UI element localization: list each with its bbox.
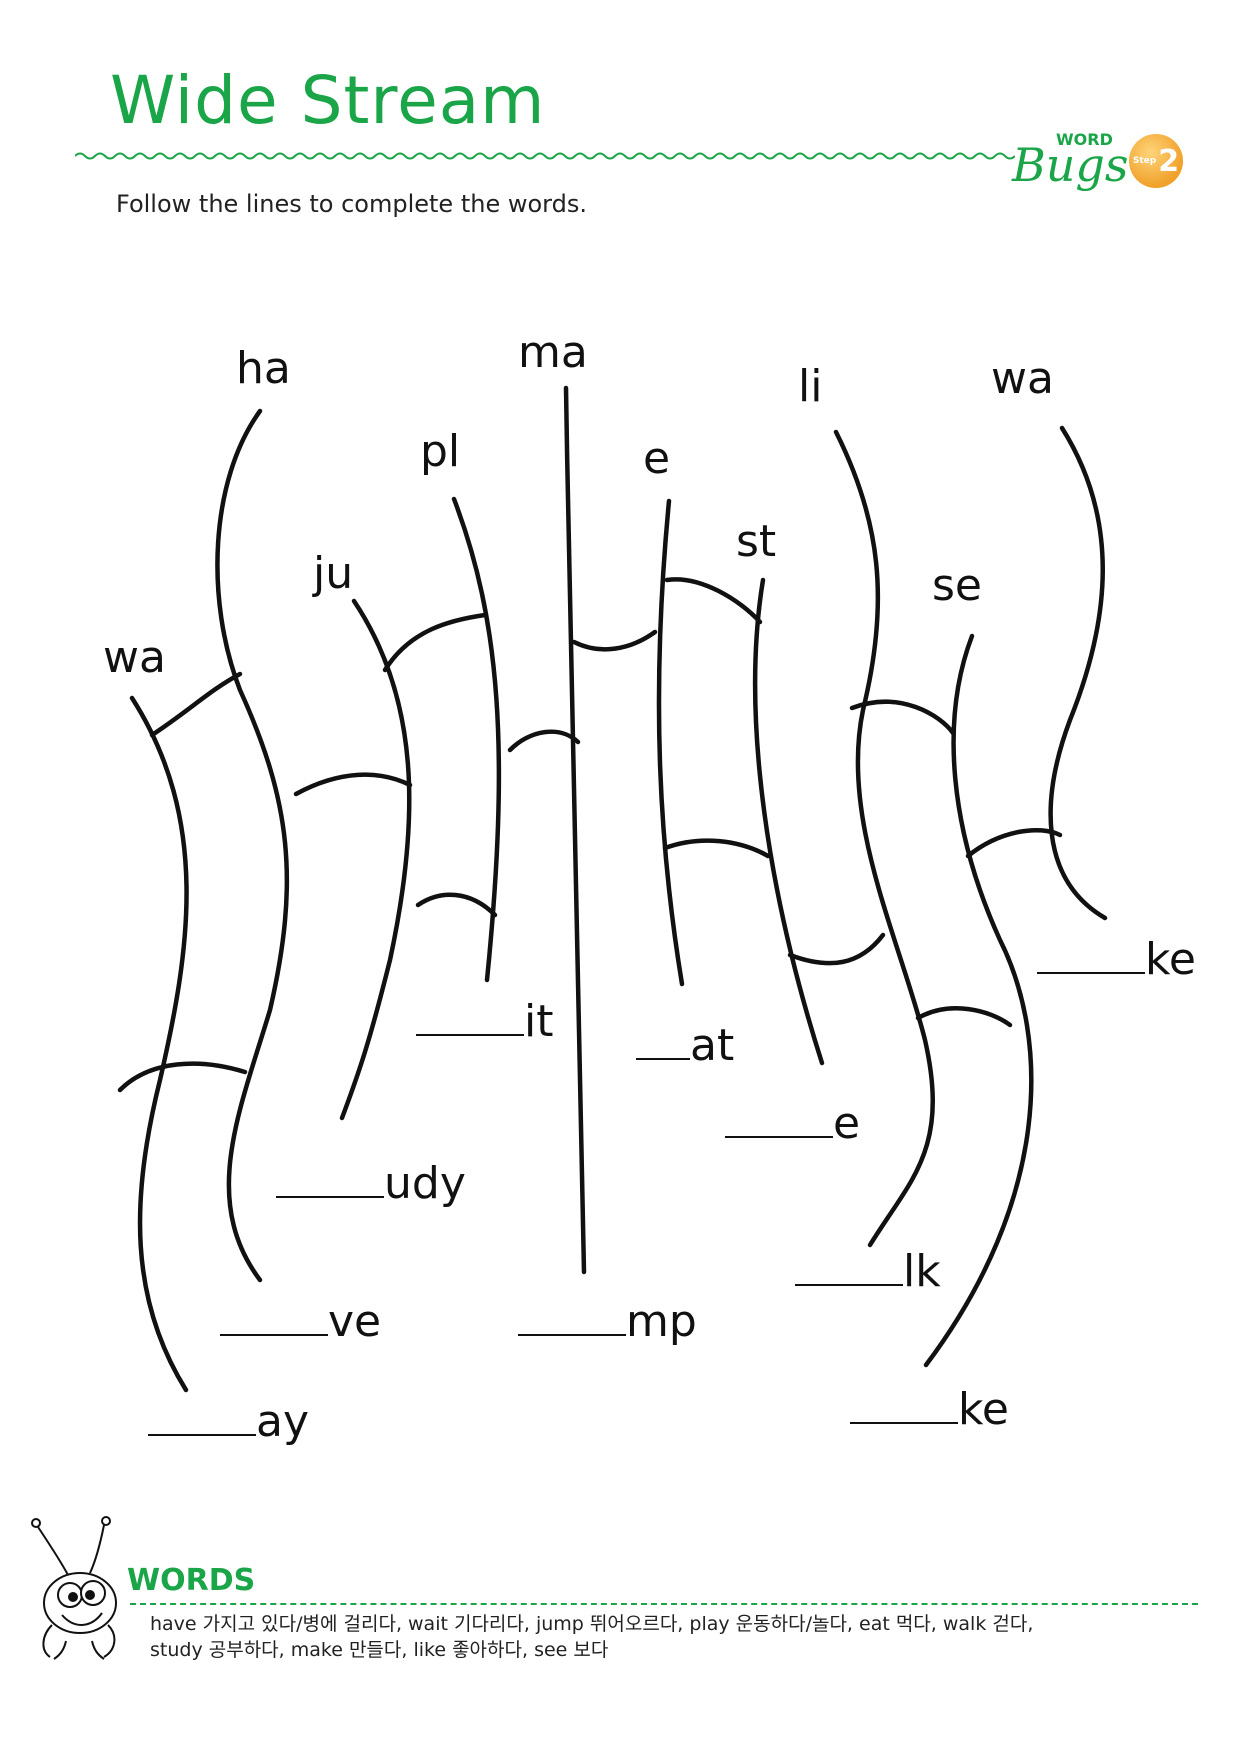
word-ending: udy	[384, 1158, 466, 1209]
ending-label: it	[416, 1000, 553, 1044]
logo-bugs: Bugs	[1012, 138, 1129, 192]
words-title: WORDS	[127, 1563, 256, 1598]
start-label: li	[798, 361, 823, 412]
answer-blank[interactable]	[795, 1284, 903, 1286]
ending-label: at	[636, 1024, 734, 1068]
instruction-text: Follow the lines to complete the words.	[116, 190, 587, 218]
answer-blank[interactable]	[416, 1034, 524, 1036]
bridge	[571, 629, 658, 652]
start-label: wa	[103, 632, 166, 683]
answer-blank[interactable]	[220, 1334, 328, 1336]
ending-label: udy	[276, 1162, 466, 1206]
bridge	[415, 892, 498, 918]
start-label: ma	[518, 327, 588, 378]
stream-line	[752, 577, 825, 1066]
stream-line	[215, 408, 290, 1283]
step-label: Step	[1132, 156, 1157, 166]
bridge	[662, 838, 771, 859]
start-label: e	[643, 433, 671, 484]
stream-line	[833, 429, 935, 1248]
words-list: have 가지고 있다/병에 걸리다, wait 기다리다, jump 뛰어오르…	[150, 1611, 1200, 1663]
stream-line	[1048, 425, 1108, 921]
words-divider	[130, 1603, 1198, 1605]
word-ending: at	[690, 1020, 735, 1071]
start-label: ha	[236, 343, 291, 394]
ending-label: ke	[1037, 938, 1196, 982]
word-ending: ve	[328, 1296, 382, 1347]
bug-mascot-icon	[31, 1516, 117, 1660]
bridge	[293, 772, 413, 797]
stream-line	[656, 498, 685, 987]
word-bugs-logo: WORD Bugs Step 2	[1012, 126, 1192, 206]
stream-line	[923, 633, 1034, 1368]
title-wavy-divider	[75, 152, 1015, 160]
logo-word: WORD	[1056, 130, 1113, 149]
bridge	[117, 1061, 248, 1093]
words-line-1: have 가지고 있다/병에 걸리다, wait 기다리다, jump 뛰어오르…	[150, 1613, 1034, 1635]
bridge	[149, 671, 243, 738]
ending-label: lk	[795, 1250, 941, 1294]
ending-label: ve	[220, 1300, 381, 1344]
answer-blank[interactable]	[850, 1422, 958, 1424]
bridge	[965, 828, 1063, 859]
word-ending: e	[833, 1098, 861, 1149]
answer-blank[interactable]	[725, 1136, 833, 1138]
word-ending: ke	[1145, 934, 1196, 985]
stream-line	[129, 695, 189, 1393]
ending-label: e	[725, 1102, 860, 1146]
answer-blank[interactable]	[1037, 972, 1145, 974]
ending-label: ay	[148, 1400, 309, 1444]
bridge	[849, 699, 956, 736]
page-title: Wide Stream	[110, 62, 546, 139]
stream-line	[563, 385, 587, 1275]
start-label: wa	[991, 353, 1054, 404]
bridge	[382, 612, 488, 673]
bridge	[664, 577, 763, 625]
word-ending: it	[524, 996, 554, 1047]
word-ending: lk	[903, 1246, 941, 1297]
start-label: ju	[313, 548, 354, 599]
start-label: pl	[420, 426, 461, 477]
bridge	[787, 932, 886, 966]
word-ending: mp	[626, 1296, 697, 1347]
answer-blank[interactable]	[276, 1196, 384, 1198]
answer-blank[interactable]	[636, 1058, 690, 1060]
words-line-2: study 공부하다, make 만들다, like 좋아하다, see 보다	[150, 1639, 609, 1661]
ending-label: ke	[850, 1388, 1009, 1432]
word-ending: ay	[256, 1396, 310, 1447]
step-number: 2	[1158, 143, 1180, 179]
answer-blank[interactable]	[518, 1334, 626, 1336]
start-label: se	[932, 560, 982, 611]
stream-line	[339, 598, 412, 1121]
word-ending: ke	[958, 1384, 1009, 1435]
start-label: st	[736, 516, 777, 567]
stream-line	[451, 496, 502, 983]
step-badge: Step 2	[1129, 134, 1183, 188]
bridge	[507, 729, 581, 753]
ending-label: mp	[518, 1300, 697, 1344]
words-section: WORDS have 가지고 있다/병에 걸리다, wait 기다리다, jum…	[30, 1515, 1220, 1675]
maze-lines	[117, 385, 1108, 1393]
answer-blank[interactable]	[148, 1434, 256, 1436]
bridge	[915, 1006, 1013, 1028]
